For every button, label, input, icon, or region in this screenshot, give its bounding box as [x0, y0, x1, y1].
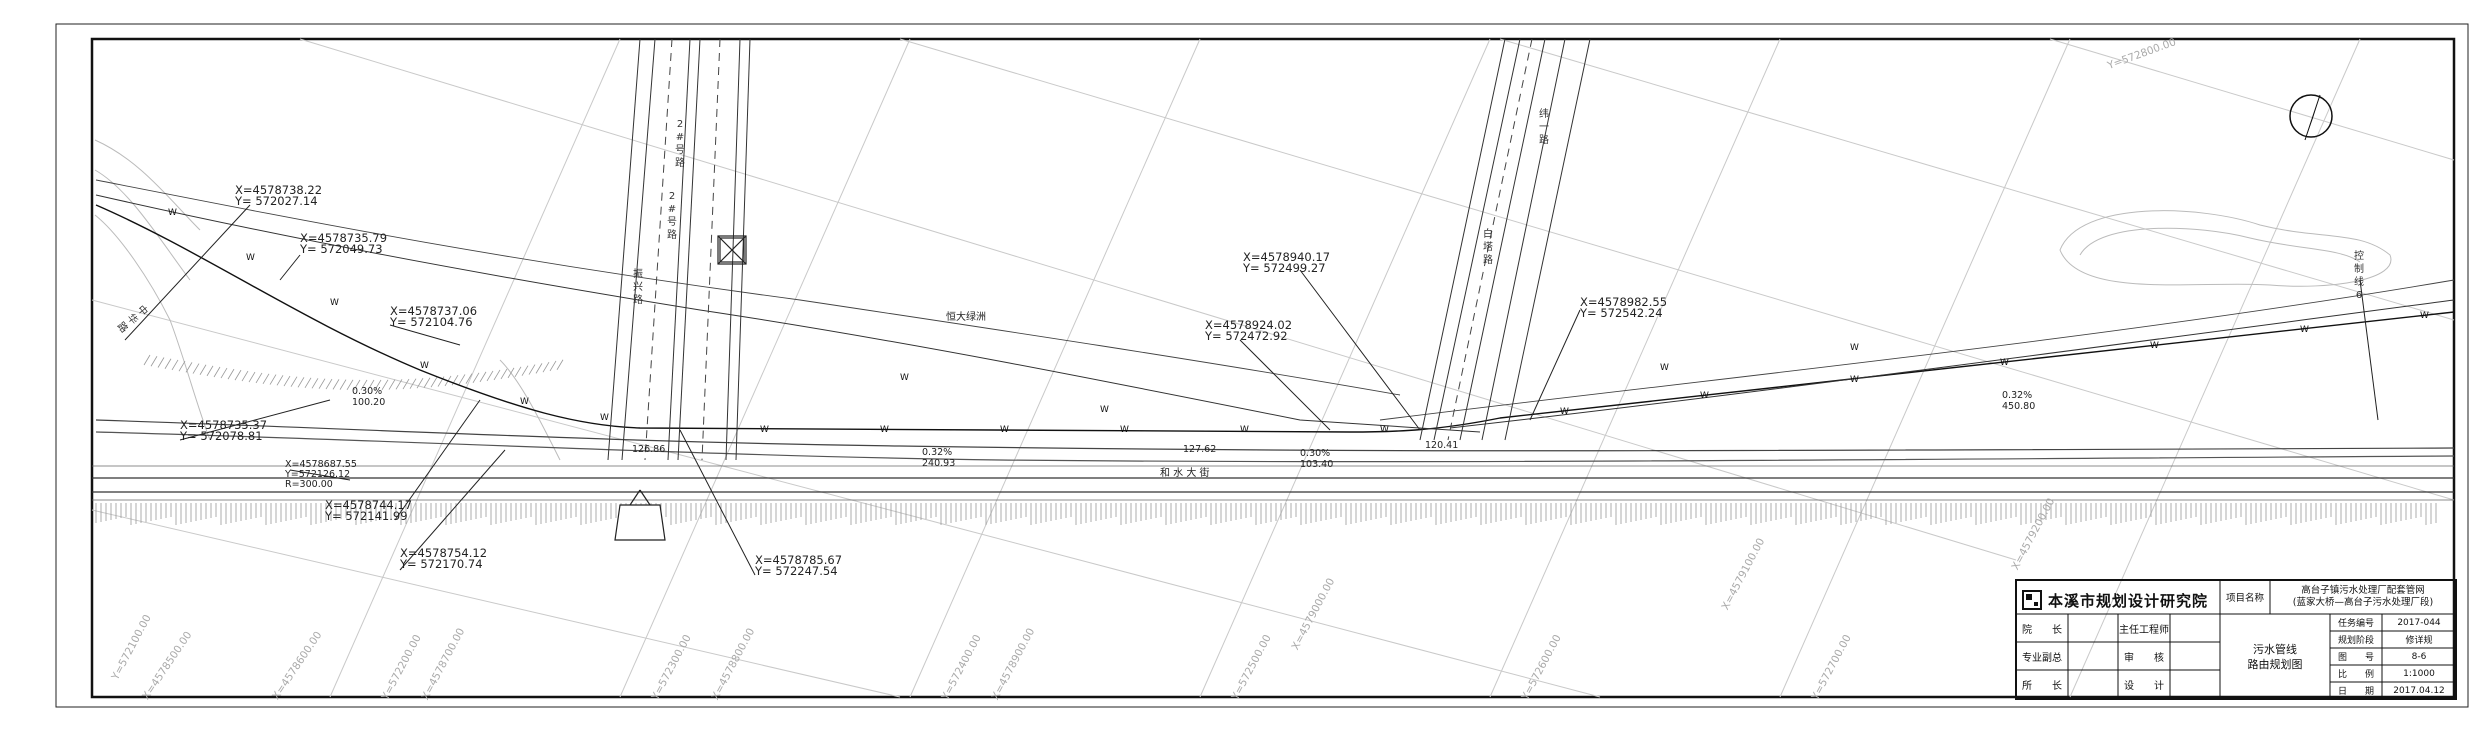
role-1-left: 院 长	[2022, 624, 2062, 636]
pipe-marker: W	[760, 425, 769, 435]
slope-label-1: 0.30%100.20	[352, 386, 386, 408]
role-2-right: 审 核	[2124, 652, 2164, 664]
coordinate-grid	[91, 38, 2455, 698]
project-label: 项目名称	[2225, 593, 2264, 604]
role-3-right: 设 计	[2124, 681, 2164, 692]
institute-logo-icon	[2022, 590, 2042, 610]
pipe-marker: W	[1850, 343, 1859, 353]
info-key-1: 任务编号	[2337, 619, 2374, 629]
info-key-2: 规划阶段	[2337, 636, 2374, 646]
info-val-2: 修详规	[2405, 636, 2433, 646]
north-arrow-circle	[2289, 94, 2333, 138]
project-name: 高台子镇污水处理厂配套管网 (蓝家大桥—高台子污水处理厂段)	[2270, 580, 2456, 614]
road-label-b: 2#号路	[667, 191, 677, 241]
institute-name: 本溪市规划设计研究院	[2048, 591, 2209, 610]
info-key-3: 图 号	[2337, 653, 2374, 663]
curve-label: X=4578687.55 Y=572126.12 R=300.00	[285, 459, 357, 490]
info-key-4: 比 例	[2337, 670, 2374, 680]
pump-structure	[717, 235, 747, 265]
role-1-right: 主任工程师	[2119, 624, 2169, 636]
road-label-c: 2#号路	[675, 119, 685, 169]
pipe-marker: W	[600, 413, 609, 423]
project-name-line1: 高台子镇污水处理厂配套管网	[2301, 585, 2425, 596]
road-label-e: 纬一路	[1539, 109, 1549, 146]
role-3-left: 所 长	[2022, 681, 2062, 692]
pipe-marker: W	[900, 373, 909, 383]
info-val-5: 2017.04.12	[2393, 685, 2445, 696]
pipe-markers: W W W W W W W W W W W W W W W W W W W W W W W	[168, 208, 2429, 435]
slope-label-2: 0.32%240.93	[922, 447, 956, 469]
pipe-marker: W	[1000, 425, 1009, 435]
pipe-marker: W	[520, 397, 529, 407]
station-label: 控制线6	[2354, 251, 2364, 301]
info-val-4: 1:1000	[2403, 668, 2435, 679]
role-2-left: 专业副总	[2022, 652, 2062, 664]
pipe-marker: W	[1850, 375, 1859, 385]
drawing-name: 污水管线 路由规划图	[2220, 614, 2330, 699]
info-val-3: 8-6	[2411, 651, 2427, 662]
inner-frame	[90, 37, 2456, 699]
slope-label-3: 0.30%103.40	[1300, 448, 1334, 470]
drawing-name-line2: 路由规划图	[2247, 657, 2303, 671]
pipe-marker: W	[1700, 391, 1709, 401]
pipe-marker: W	[168, 208, 177, 218]
pipe-marker: W	[330, 298, 339, 308]
title-block-frame	[2015, 579, 2457, 700]
project-name-line2: (蓝家大桥—高台子污水处理厂段)	[2292, 597, 2434, 608]
pipe-marker: W	[1100, 405, 1109, 415]
pipe-marker: W	[246, 253, 255, 263]
terrain-contours	[94, 139, 2392, 461]
main-road-label: 和 水 大 街	[1160, 468, 1210, 479]
info-key-5: 日 期	[2337, 687, 2374, 697]
elevation-1: 126.86	[632, 444, 666, 455]
slope-label-4: 0.32%450.80	[2002, 390, 2036, 412]
pipe-marker: W	[1120, 425, 1129, 435]
vertical-roads	[607, 38, 1591, 461]
elevation-3: 120.41	[1425, 440, 1459, 451]
culvert	[614, 489, 666, 541]
pipe-marker: W	[1380, 425, 1389, 435]
road-label-a: 振兴路	[633, 269, 643, 306]
road-centerline	[644, 38, 1533, 461]
pipe-marker: W	[1660, 363, 1669, 373]
info-val-1: 2017-044	[2397, 617, 2441, 628]
pipe-marker: W	[1240, 425, 1249, 435]
main-road	[92, 419, 2455, 501]
elevation-2: 127.62	[1183, 444, 1217, 455]
drawing-name-line1: 污水管线	[2253, 642, 2297, 656]
institute-row: 本溪市规划设计研究院	[2022, 586, 2208, 614]
pipe-marker: W	[2300, 325, 2309, 335]
pipe-marker: W	[2150, 341, 2159, 351]
pipe-marker: W	[1560, 407, 1569, 417]
road-label-d: 白塔路	[1483, 229, 1493, 266]
pipe-marker: W	[2420, 311, 2429, 321]
pipe-marker: W	[880, 425, 889, 435]
outer-frame	[55, 23, 2469, 708]
sewer-pipe	[95, 179, 2455, 433]
park-label: 恒大绿洲	[946, 312, 986, 323]
pipe-marker: W	[420, 361, 429, 371]
title-block: 本溪市规划设计研究院 项目名称 高台子镇污水处理厂配套管网 (蓝家大桥—高台子污…	[2016, 580, 2456, 699]
leader-lines	[124, 204, 2379, 576]
pipe-marker: W	[2000, 358, 2009, 368]
